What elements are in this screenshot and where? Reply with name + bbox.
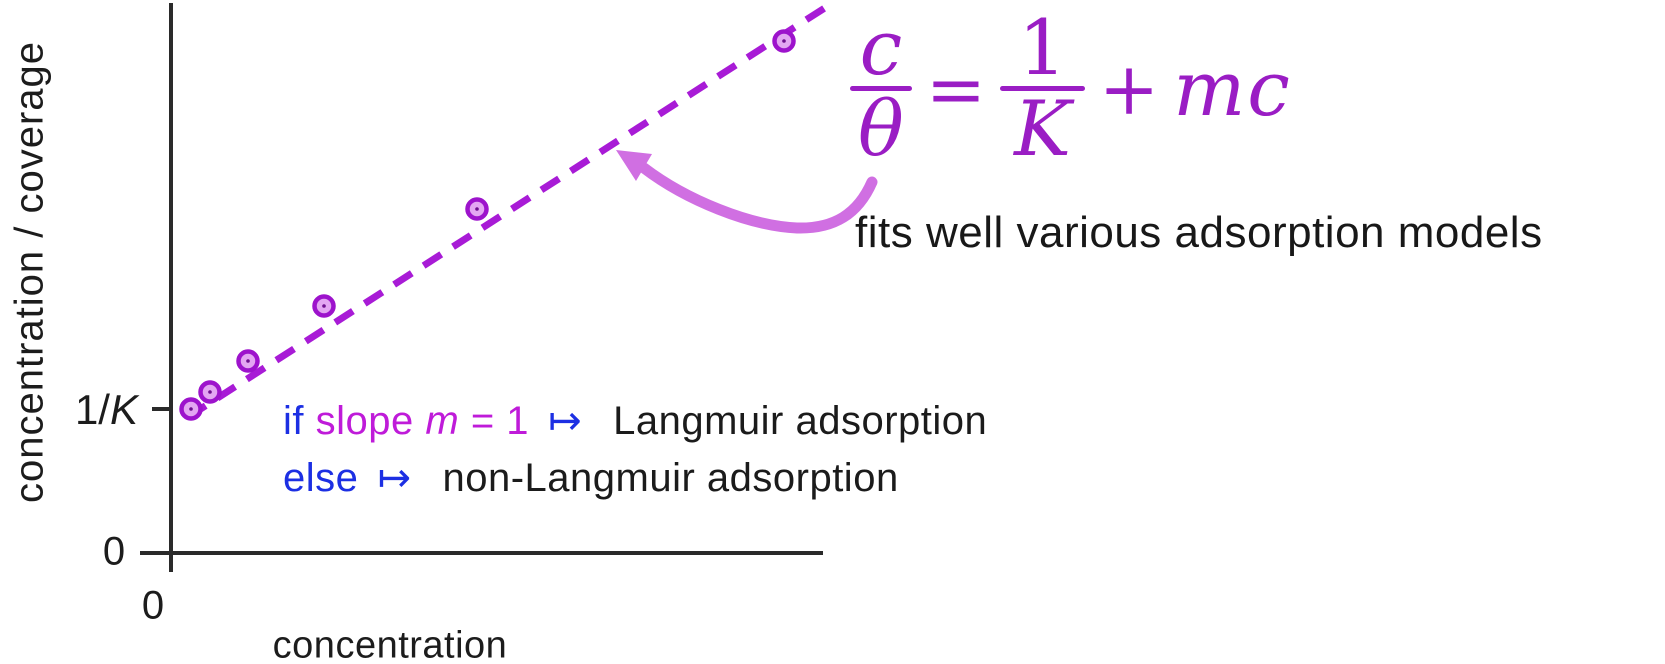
data-point-center-dot	[782, 39, 786, 43]
y-tick-label-zero: 0	[102, 529, 126, 574]
conditional-note: if slope m = 1 ↦ Langmuir adsorption els…	[283, 393, 987, 507]
langmuir-result-text: Langmuir adsorption	[601, 399, 988, 443]
non-langmuir-result-text: non-Langmuir adsorption	[430, 456, 899, 500]
data-point-center-dot	[322, 304, 326, 308]
y-axis-title: concentration / coverage	[7, 40, 52, 504]
else-keyword: else	[283, 456, 359, 500]
equation-numerator-1: 1	[1018, 3, 1067, 92]
fits-annotation-text: fits well various adsorption models	[855, 208, 1543, 257]
trend-line	[186, 0, 836, 420]
data-point-center-dot	[189, 407, 193, 411]
annotation-arrowhead-icon	[616, 150, 652, 181]
plus-sign: +	[1098, 46, 1160, 131]
maps-to-icon: ↦	[535, 398, 596, 444]
equation: c θ = 1 K + mc	[850, 10, 1292, 167]
x-axis-title: concentration	[272, 624, 508, 664]
equation-numerator-c: c	[859, 3, 903, 92]
annotation-arrow	[616, 150, 878, 234]
equation-slope-term: mc	[1173, 43, 1292, 133]
maps-to-icon: ↦	[364, 455, 425, 501]
slope-variable-m: m	[425, 399, 460, 443]
equals-sign: =	[925, 46, 987, 131]
equation-denominator-K: K	[1014, 84, 1071, 173]
data-point-center-dot	[246, 359, 250, 363]
if-keyword: if	[283, 399, 316, 443]
fraction-c-over-theta: c θ	[850, 10, 912, 167]
equation-denominator-theta: θ	[858, 84, 904, 173]
fraction-bar	[850, 86, 912, 91]
y-tick-label-1-over-K: 1/K	[75, 386, 138, 434]
axes	[140, 3, 823, 572]
data-points	[179, 29, 796, 421]
y-tick-1K-variable: K	[109, 386, 138, 433]
x-tick-label-zero: 0	[141, 583, 165, 628]
annotation-arrow-curve	[638, 162, 878, 234]
condition-line-langmuir: if slope m = 1 ↦ Langmuir adsorption	[283, 393, 987, 450]
fraction-bar	[1000, 86, 1085, 91]
data-point-center-dot	[208, 390, 212, 394]
fraction-1-over-K: 1 K	[1000, 10, 1085, 167]
data-point-center-dot	[475, 207, 479, 211]
y-tick-1K-prefix: 1/	[74, 386, 110, 433]
slope-word: slope	[315, 399, 426, 443]
slope-equals-one: = 1	[459, 399, 530, 443]
condition-line-non-langmuir: else ↦ non-Langmuir adsorption	[283, 450, 987, 507]
